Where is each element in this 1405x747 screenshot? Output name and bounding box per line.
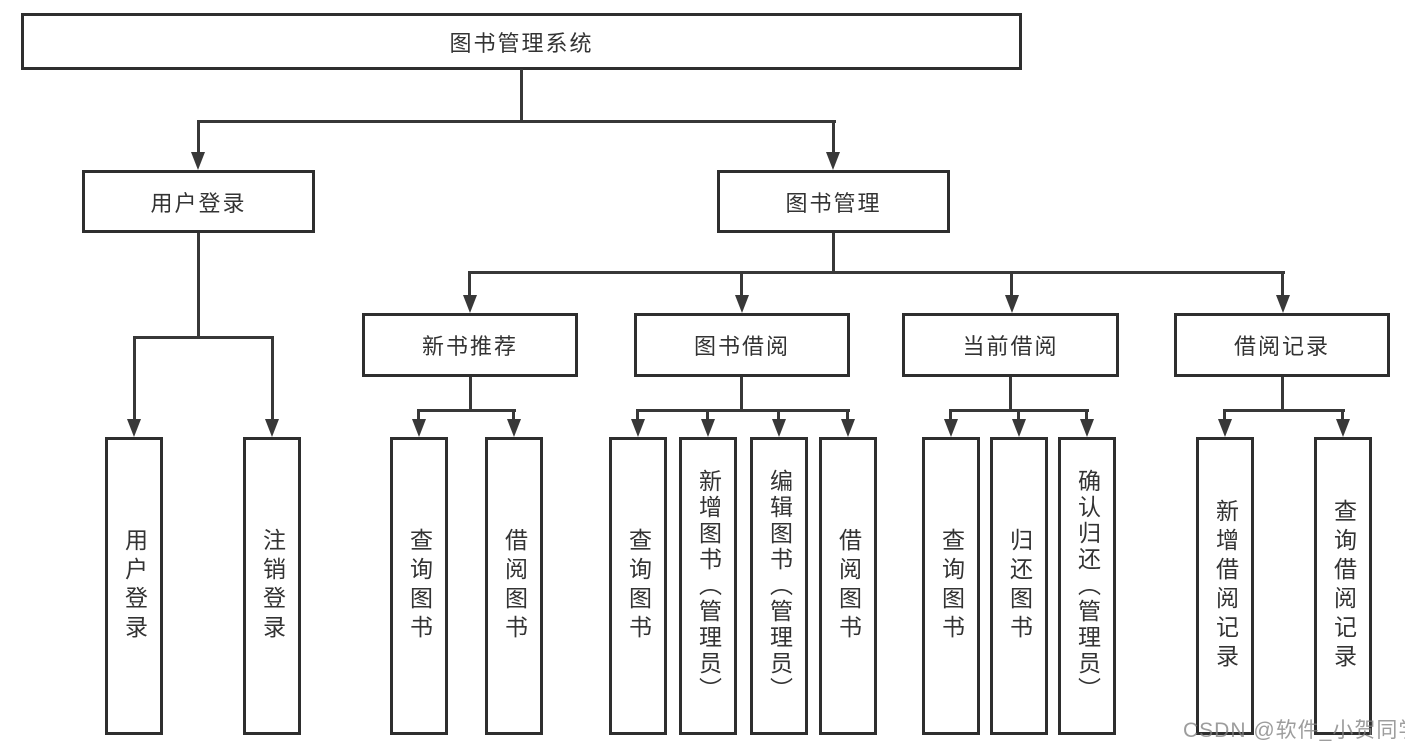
arrow-down-icon bbox=[1276, 295, 1290, 313]
arrow-down-icon bbox=[631, 419, 645, 437]
leaf-confirm-return-admin: 确认归还（管理员） bbox=[1058, 437, 1116, 735]
connector-line bbox=[197, 120, 836, 123]
leaf-query-books-borrow-label: 查询图书 bbox=[625, 528, 652, 644]
connector-line bbox=[417, 409, 420, 419]
connector-line bbox=[197, 233, 200, 336]
connector-line bbox=[1224, 409, 1345, 412]
connector-line bbox=[1017, 409, 1020, 419]
leaf-query-books-borrow: 查询图书 bbox=[609, 437, 667, 735]
connector-line bbox=[468, 271, 471, 295]
arrow-down-icon bbox=[507, 419, 521, 437]
connector-line bbox=[637, 409, 850, 412]
node-borrow-records-label: 借阅记录 bbox=[1233, 334, 1330, 359]
leaf-user-login-label: 用户登录 bbox=[121, 528, 148, 644]
arrow-down-icon bbox=[701, 419, 715, 437]
node-book-borrow-label: 图书借阅 bbox=[693, 334, 790, 359]
leaf-add-book-admin: 新增图书（管理员） bbox=[679, 437, 737, 735]
arrow-down-icon bbox=[944, 419, 958, 437]
node-book-mgmt: 图书管理 bbox=[717, 170, 950, 233]
connector-line bbox=[740, 271, 743, 295]
connector-line bbox=[949, 409, 952, 419]
leaf-borrow-books-rec-label: 借阅图书 bbox=[501, 528, 528, 644]
node-root: 图书管理系统 bbox=[21, 13, 1022, 70]
node-book-borrow: 图书借阅 bbox=[634, 313, 850, 377]
connector-line bbox=[271, 336, 274, 419]
connector-line bbox=[1223, 409, 1226, 419]
connector-line bbox=[469, 271, 1285, 274]
connector-line bbox=[1085, 409, 1088, 419]
arrow-down-icon bbox=[735, 295, 749, 313]
leaf-edit-book-admin-label: 编辑图书（管理员） bbox=[766, 469, 793, 703]
node-book-mgmt-label: 图书管理 bbox=[785, 190, 882, 216]
connector-line bbox=[706, 409, 709, 419]
node-borrow-records: 借阅记录 bbox=[1174, 313, 1390, 377]
node-user-login: 用户登录 bbox=[82, 170, 315, 233]
leaf-add-book-admin-label: 新增图书（管理员） bbox=[695, 469, 722, 703]
leaf-borrow-books-rec: 借阅图书 bbox=[485, 437, 543, 735]
leaf-query-books-rec: 查询图书 bbox=[390, 437, 448, 735]
arrow-down-icon bbox=[412, 419, 426, 437]
leaf-logout: 注销登录 bbox=[243, 437, 301, 735]
node-new-book-rec-label: 新书推荐 bbox=[421, 334, 518, 359]
node-root-label: 图书管理系统 bbox=[449, 30, 594, 56]
connector-line bbox=[520, 69, 523, 120]
node-current-borrow-label: 当前借阅 bbox=[962, 334, 1059, 359]
leaf-query-books-current: 查询图书 bbox=[922, 437, 980, 735]
connector-line bbox=[846, 409, 849, 419]
arrow-down-icon bbox=[826, 152, 840, 170]
arrow-down-icon bbox=[463, 295, 477, 313]
leaf-add-borrow-record-label: 新增借阅记录 bbox=[1212, 499, 1239, 673]
arrow-down-icon bbox=[1218, 419, 1232, 437]
node-user-login-label: 用户登录 bbox=[150, 190, 247, 216]
csdn-watermark: CSDN @软件_小贺同学 bbox=[1183, 719, 1405, 742]
arrow-down-icon bbox=[1336, 419, 1350, 437]
arrow-down-icon bbox=[191, 152, 205, 170]
leaf-confirm-return-admin-label: 确认归还（管理员） bbox=[1074, 469, 1101, 703]
node-new-book-rec: 新书推荐 bbox=[362, 313, 578, 377]
connector-line bbox=[1281, 271, 1284, 295]
leaf-query-books-current-label: 查询图书 bbox=[938, 528, 965, 644]
connector-line bbox=[1010, 271, 1013, 295]
connector-line bbox=[832, 233, 835, 271]
leaf-logout-label: 注销登录 bbox=[259, 528, 286, 644]
arrow-down-icon bbox=[1005, 295, 1019, 313]
connector-line bbox=[777, 409, 780, 419]
leaf-return-book-label: 归还图书 bbox=[1006, 528, 1033, 644]
connector-line bbox=[636, 409, 639, 419]
leaf-return-book: 归还图书 bbox=[990, 437, 1048, 735]
leaf-add-borrow-record: 新增借阅记录 bbox=[1196, 437, 1254, 735]
connector-line bbox=[1281, 377, 1284, 409]
connector-line bbox=[418, 409, 516, 412]
leaf-edit-book-admin: 编辑图书（管理员） bbox=[750, 437, 808, 735]
arrow-down-icon bbox=[772, 419, 786, 437]
arrow-down-icon bbox=[841, 419, 855, 437]
connector-line bbox=[512, 409, 515, 419]
connector-line bbox=[133, 336, 136, 419]
node-current-borrow: 当前借阅 bbox=[902, 313, 1119, 377]
connector-line bbox=[133, 336, 274, 339]
connector-line bbox=[469, 377, 472, 409]
leaf-query-borrow-record: 查询借阅记录 bbox=[1314, 437, 1372, 735]
connector-line bbox=[832, 120, 835, 152]
connector-line bbox=[1341, 409, 1344, 419]
arrow-down-icon bbox=[1080, 419, 1094, 437]
arrow-down-icon bbox=[265, 419, 279, 437]
connector-line bbox=[1009, 377, 1012, 409]
arrow-down-icon bbox=[1012, 419, 1026, 437]
leaf-query-books-rec-label: 查询图书 bbox=[406, 528, 433, 644]
leaf-user-login: 用户登录 bbox=[105, 437, 163, 735]
leaf-query-borrow-record-label: 查询借阅记录 bbox=[1330, 499, 1357, 673]
leaf-borrow-books-borrow-label: 借阅图书 bbox=[835, 528, 862, 644]
connector-line bbox=[197, 120, 200, 152]
arrow-down-icon bbox=[127, 419, 141, 437]
connector-line bbox=[740, 377, 743, 409]
leaf-borrow-books-borrow: 借阅图书 bbox=[819, 437, 877, 735]
